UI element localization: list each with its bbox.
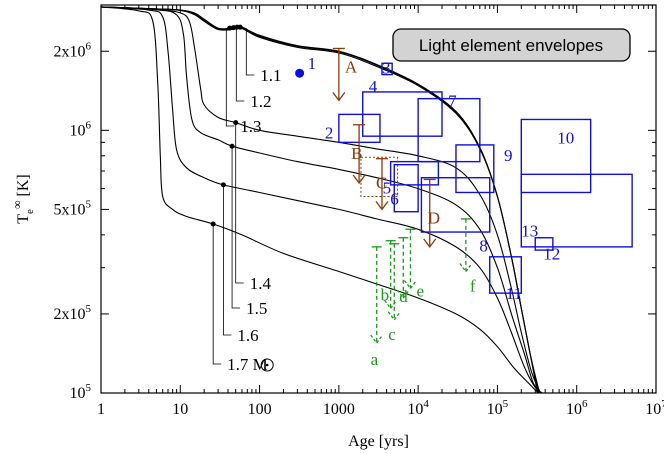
- mass-label: 1.2: [250, 92, 271, 111]
- mass-leader-line: [235, 122, 244, 284]
- y-axis-title: Te∞ [K]: [10, 174, 36, 223]
- observation-label: 13: [521, 221, 538, 240]
- sun-symbol-dot-icon: [265, 363, 269, 367]
- limit-label: f: [470, 277, 476, 296]
- upper-limit-arrow: [396, 289, 410, 300]
- limit-region-box: [360, 156, 399, 197]
- cooling-curve-1.1: [101, 6, 539, 393]
- mass-label: 1.6: [237, 326, 258, 345]
- observation-point: [295, 68, 305, 78]
- observation-label: 5: [383, 179, 392, 198]
- observation-box: [520, 118, 592, 194]
- limit-label: c: [388, 325, 396, 344]
- upper-limit-arrow: [387, 311, 401, 321]
- plot-frame: [100, 4, 657, 394]
- x-tick-label: 1: [97, 401, 105, 418]
- observation-box: [389, 160, 440, 186]
- observation-label: 7: [448, 92, 457, 111]
- sun-symbol-icon: [260, 358, 274, 372]
- observation-box: [362, 91, 443, 137]
- cooling-curves: [101, 6, 543, 393]
- limit-label: d: [399, 287, 408, 306]
- observation-label: 6: [390, 190, 399, 209]
- observation-label: 4: [369, 77, 378, 96]
- legend-box: [392, 28, 631, 62]
- mass-leader-line: [235, 29, 245, 102]
- y-tick-label: 105: [70, 382, 92, 402]
- observation-box: [381, 62, 393, 76]
- upper-limit-arrow: [403, 280, 417, 290]
- limit-label: a: [371, 350, 379, 369]
- x-axis-title: Age [yrs]: [348, 433, 409, 450]
- observation-box: [417, 97, 481, 163]
- observation-label: 8: [479, 237, 488, 256]
- mass-leader-line: [245, 28, 255, 76]
- x-tick-label: 107: [645, 398, 664, 418]
- mass-label: 1.1: [260, 66, 281, 85]
- upper-limit-arrow: [332, 92, 346, 102]
- mass-leader-line: [223, 184, 232, 336]
- y-tick-label: 106: [70, 119, 92, 139]
- upper-limit-arrow: [459, 263, 473, 273]
- legend-label: Light element envelopes: [419, 36, 603, 55]
- observation-box: [534, 237, 554, 251]
- curve-marker: [227, 25, 233, 31]
- upper-limit-arrow: [423, 238, 437, 248]
- cooling-curve-1.2: [101, 6, 540, 393]
- mass-label: 1.5: [246, 299, 267, 318]
- observation-box: [393, 163, 419, 213]
- legend-box-layer: Light element envelopes: [392, 28, 631, 62]
- mass-leader-line: [212, 223, 222, 365]
- y-tick-label: 2x106: [54, 40, 92, 60]
- observation-box: [455, 144, 495, 194]
- y-tick-label: 5x105: [54, 198, 92, 218]
- cooling-curve-1.3: [101, 6, 541, 393]
- cooling-curve-1.4: [101, 6, 542, 393]
- limit-label: D: [428, 208, 440, 227]
- mass-label: 1.4: [250, 274, 272, 293]
- mass-label: 1.3: [240, 117, 261, 136]
- observation-label: 1: [308, 54, 317, 73]
- mass-label: 1.7 M: [227, 355, 268, 374]
- limit-label: b: [381, 285, 390, 304]
- upper-limit-arrow: [375, 201, 389, 211]
- observation-label: 2: [325, 123, 334, 142]
- observation-label: 9: [504, 146, 513, 165]
- observation-label: 10: [557, 128, 574, 147]
- upper-limit-arrow: [370, 334, 384, 345]
- x-tick-label: 105: [487, 398, 509, 418]
- curve-marker: [237, 24, 243, 30]
- mass-leader-layer: 1.1 1.2 1.3 1.4 1.5 1.6 1.7 M: [212, 28, 282, 374]
- x-tick-label: 104: [407, 398, 429, 418]
- x-tick-label: 100: [248, 401, 272, 418]
- observation-label: 12: [543, 245, 560, 264]
- observation-box: [489, 256, 522, 294]
- observation-label: 3: [382, 58, 391, 77]
- limit-label: B: [351, 144, 362, 163]
- x-tick-label: 106: [566, 398, 588, 418]
- cooling-curve-1.6: [101, 6, 543, 393]
- observation-label: 11: [506, 284, 522, 303]
- cooling-curve-1.5: [101, 6, 542, 393]
- observation-box: [520, 173, 633, 248]
- x-tick-label: 1000: [323, 401, 355, 418]
- cooling-curve-1.7: [101, 6, 540, 393]
- limit-label: e: [416, 281, 424, 300]
- mass-leader-line: [225, 29, 235, 127]
- curve-markers-layer: [210, 24, 243, 227]
- limit-label: A: [345, 57, 358, 76]
- mass-leader-line: [231, 146, 241, 309]
- y-tick-label: 2x105: [54, 303, 92, 323]
- upper-limit-arrow: [352, 174, 366, 185]
- limit-label: C: [376, 174, 387, 193]
- x-tick-label: 10: [172, 401, 188, 418]
